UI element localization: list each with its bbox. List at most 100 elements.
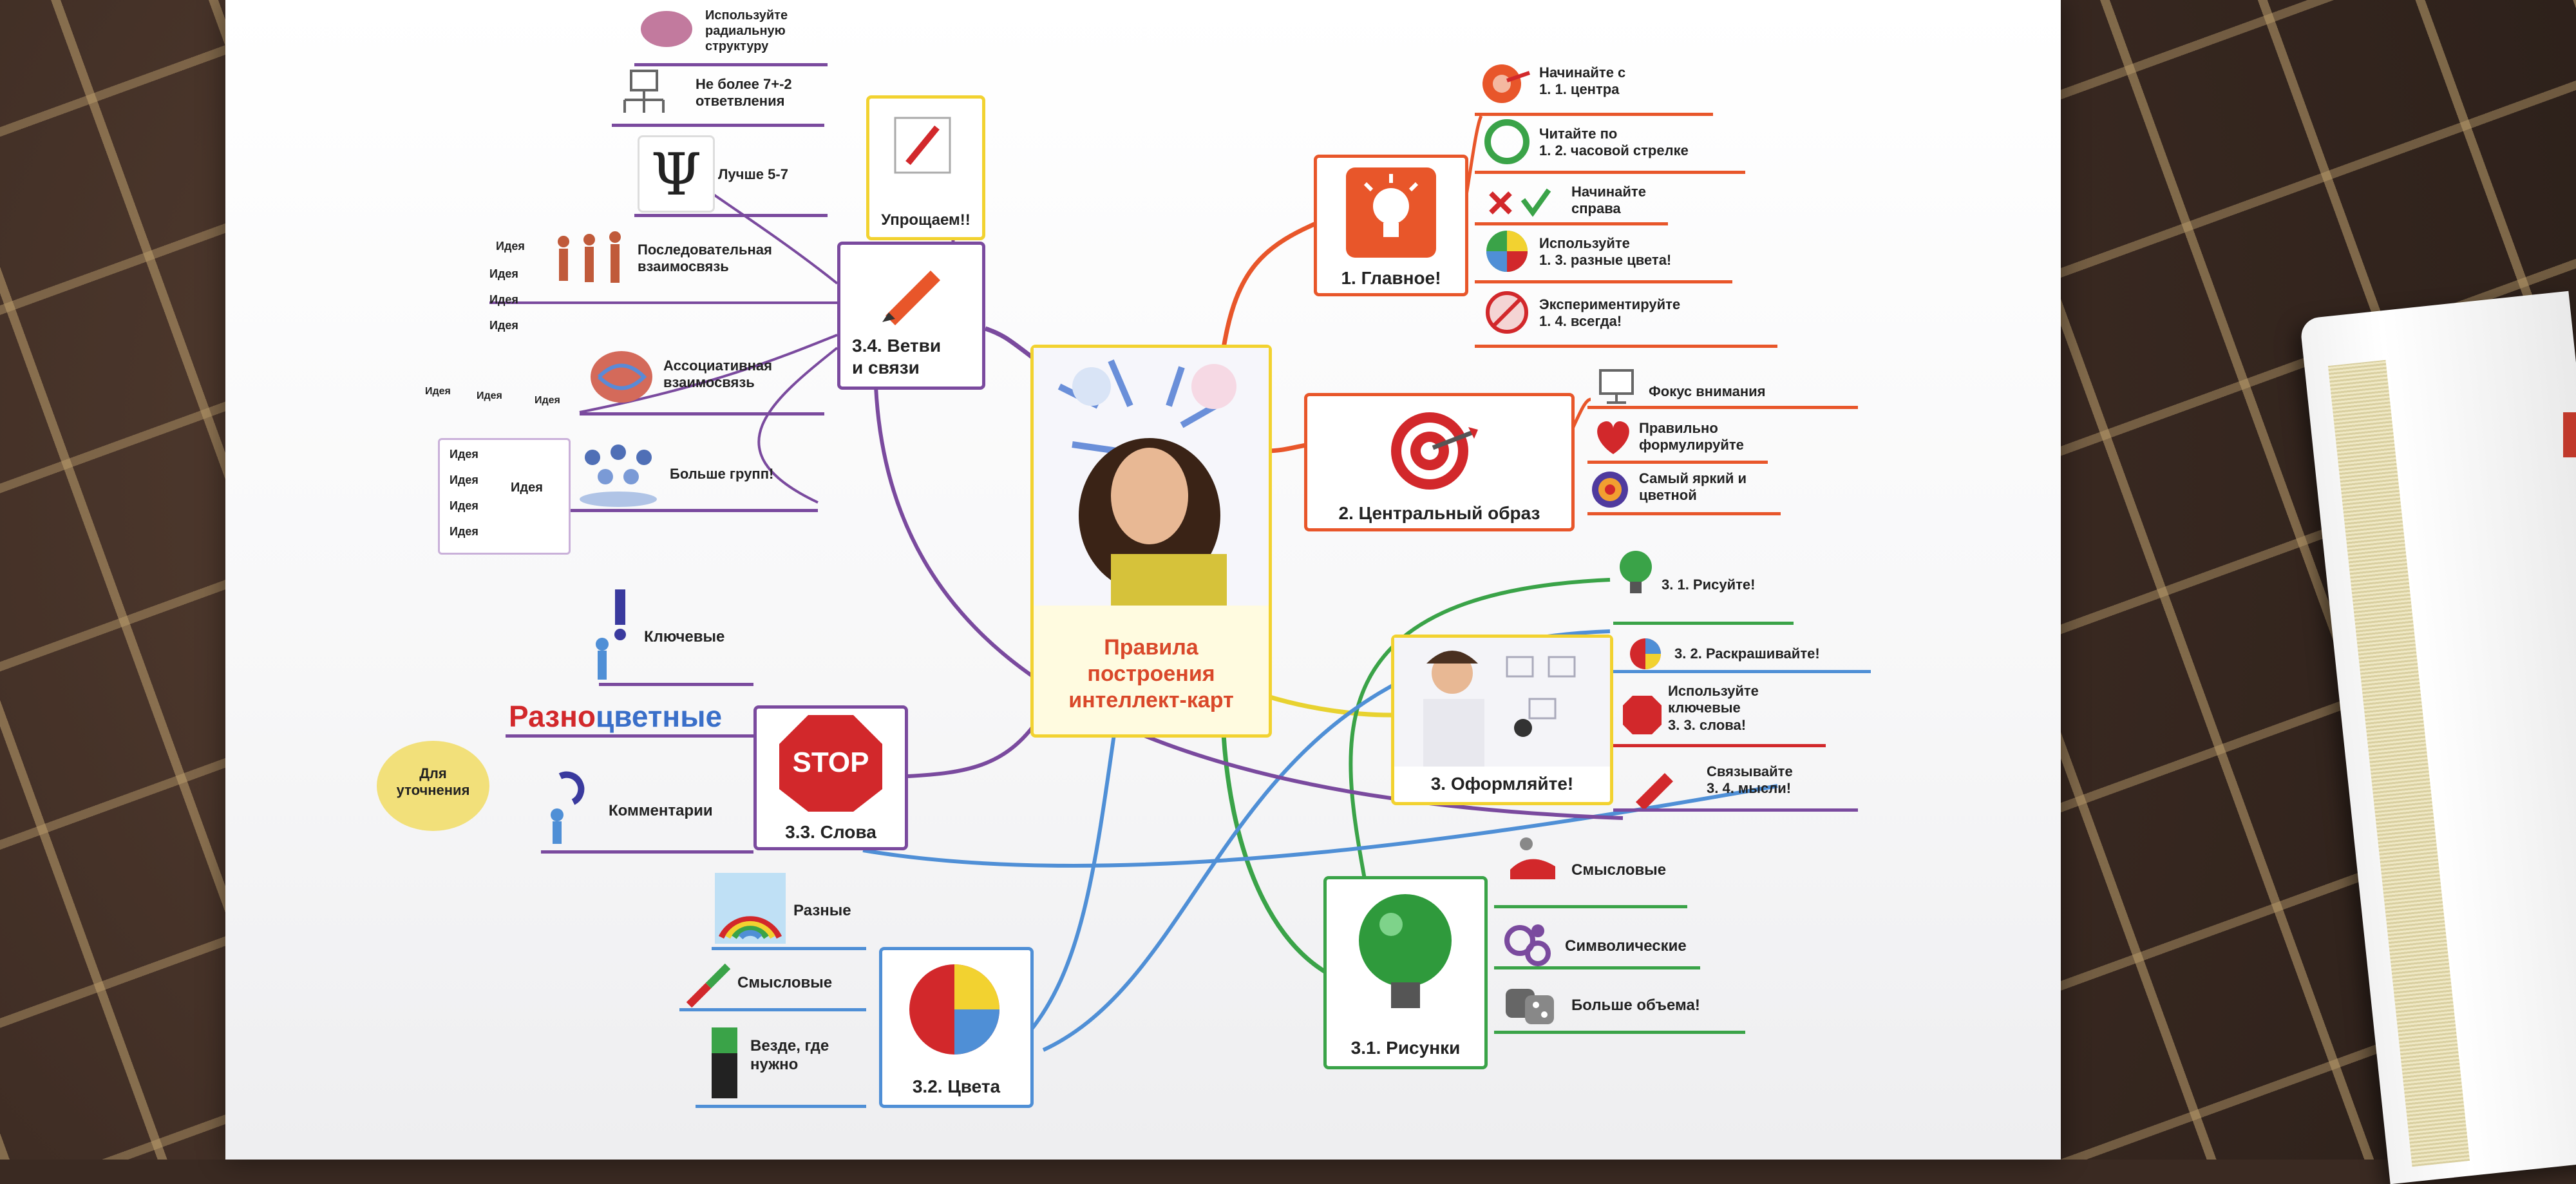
marker-icon [712,1027,737,1098]
stop-sign-icon [779,715,882,812]
branch31-underline-3 [1494,1031,1745,1034]
stop-small-icon [1623,696,1662,734]
branch33-item-comments: Комментарии [609,802,713,819]
branch34-underline-2 [612,124,824,127]
branch1-underline-3 [1475,222,1668,225]
simplify-node: Упрощаем!! [866,95,985,240]
branch2-item-formulate: Правильно формулируйте [1639,420,1744,454]
branch3-item-draw: 3. 1. Рисуйте! [1662,577,1756,593]
comment-person-icon [551,771,585,844]
idea-group-box: Идея Идея Идея Идея Идея [438,438,571,555]
psi-box: Ψ [638,135,715,213]
branch34-underline-1 [634,63,828,66]
branch3-underline-1 [1613,622,1794,625]
book-red-mark [2563,412,2576,457]
branch3-underline-2 [1613,670,1871,673]
clarify-bubble-text: Для уточнения [396,765,470,799]
simplify-label: Упрощаем!! [881,211,971,229]
clarify-bubble: Для уточнения [377,741,489,831]
idea-seq-1: Идея [496,240,525,253]
branch34-underline-5 [567,509,818,512]
symbols-icon [1504,924,1551,966]
brain-icon [591,351,652,403]
branch2-label: 2. Центральный образ [1338,503,1540,523]
branch1-label: 1. Главное! [1341,268,1441,288]
lightbulb-icon [1346,167,1436,258]
idea-assoc-3: Идея [535,395,560,406]
experiment-icon [1486,291,1528,334]
center-title: Правила построения интеллект-карт [1034,635,1269,713]
radial-brain-icon [641,11,692,47]
branch2-node: 2. Центральный образ [1304,393,1575,531]
branching-icon [623,70,665,113]
idea-group-1: Идея [450,448,478,461]
drawing-man-image [1394,638,1610,767]
target-dart-icon [1482,64,1530,103]
arrows-icon [686,963,731,1008]
idea-assoc-1: Идея [425,386,451,397]
branch34-node: 3.4. Ветви и связи [837,242,985,390]
branch31-item-meaning: Смысловые [1571,861,1667,879]
color-ball-icon [909,964,999,1055]
branch32-underline-3 [696,1105,866,1108]
branch3-underline-4 [1613,808,1858,812]
branch1-item-colors: Используйте 1. 3. разные цвета! [1539,235,1672,269]
branch34-item-sequential: Последовательная взаимосвязь [638,242,772,275]
branch3-item-link: Связывайте 3. 4. мысли! [1707,763,1793,797]
branch1-underline-5 [1475,345,1777,348]
evolution-icon [558,231,621,283]
branch1-item-experiment: Экспериментируйте 1. 4. всегда! [1539,296,1681,330]
dice-icon [1506,989,1554,1024]
branch3-underline-3 [1613,744,1826,747]
branch3-item-keywords: Используйте ключевые 3. 3. слова! [1668,683,1759,733]
branch32-underline-1 [712,947,866,950]
psi-symbol: Ψ [650,141,702,209]
center-title-line2: построения [1087,661,1215,686]
pencil-icon [882,271,940,325]
branch2-item-bright: Самый яркий и цветной [1639,470,1747,504]
branch1-node: 1. Главное! [1314,155,1468,296]
branch1-item-start-center: Начинайте с 1. 1. центра [1539,64,1626,98]
branch33-label: 3.3. Слова [785,822,876,842]
center-node: Правила построения интеллект-карт [1030,345,1272,738]
idea-seq-4: Идея [489,319,518,332]
branch32-item-where-needed: Везде, где нужно [750,1037,829,1073]
branch-links [489,115,1778,1052]
idea-group-2: Идея [450,473,478,486]
branch1-item-clockwise: Читайте по 1. 2. часовой стрелке [1539,126,1689,159]
rainbow-icon [715,873,786,944]
branch1-underline-1 [1475,113,1713,116]
branch33-underline-1 [599,683,753,686]
red-car-icon [1510,837,1555,879]
branch32-item-different: Разные [793,902,851,919]
branch34-underline-3 [634,214,828,217]
branch1-underline-2 [1475,171,1745,174]
center-title-line1: Правила [1104,635,1198,660]
branch32-underline-2 [679,1008,866,1011]
cross-check-icon [1489,188,1551,217]
branch32-label: 3.2. Цвета [912,1076,1001,1096]
green-bulb-icon [1359,894,1452,1008]
idea-seq-3: Идея [489,293,518,306]
bullseye-small-icon [1592,472,1628,508]
pencil-link-icon [1636,773,1673,808]
branch3-item-paint: 3. 2. Раскрашивайте! [1674,645,1820,662]
key-person-icon [596,589,626,680]
branch33-underline-2 [506,734,753,738]
branch32-node: 3.2. Цвета [879,947,1034,1108]
idea-group-3: Идея [450,499,478,512]
branch2-item-focus: Фокус внимания [1649,383,1766,399]
branch33-item-key: Ключевые [644,628,725,645]
branch31-node: 3.1. Рисунки [1323,876,1488,1069]
green-bulb-small-icon [1620,551,1652,593]
idea-group-4: Идея [450,525,478,538]
branch34-underline-4 [580,412,824,415]
idea-assoc-2: Идея [477,390,502,401]
branch1-item-start-right: Начинайте справа [1571,184,1646,217]
branch34-item-associative: Ассоциативная взаимосвязь [663,358,772,391]
focus-screen-icon [1599,369,1634,404]
branch3-node: 3. Оформляйте! [1391,635,1613,805]
branch31-underline-2 [1494,966,1700,969]
branch31-label: 3.1. Рисунки [1350,1038,1461,1058]
multicolored-part1: Разно [509,700,596,733]
